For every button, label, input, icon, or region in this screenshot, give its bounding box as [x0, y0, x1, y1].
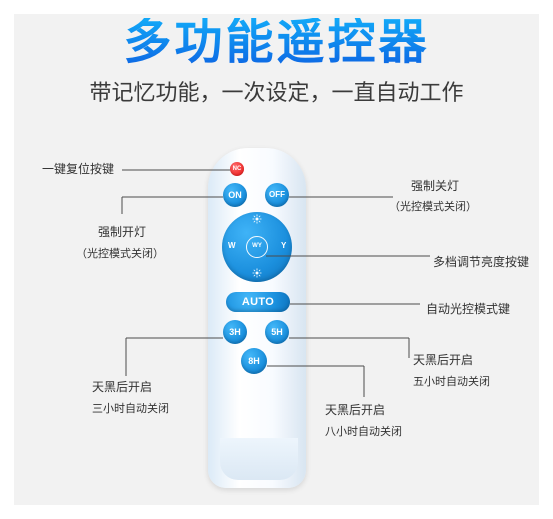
callout-force-on-line2: （光控模式关闭） [76, 247, 164, 260]
page-subtitle: 带记忆功能，一次设定，一直自动工作 [89, 81, 464, 106]
callout-dimmer: 多档调节亮度按键 [433, 255, 530, 269]
sun-icon [252, 268, 262, 278]
dpad-center-label: WY [252, 243, 262, 249]
remote-control [208, 148, 306, 488]
callout-timer-8h-line1: 天黑后开启 [325, 403, 386, 417]
callout-timer-5h-line1: 天黑后开启 [413, 353, 474, 367]
sun-icon [252, 214, 262, 224]
timer-3h-button[interactable]: 3H [223, 320, 247, 344]
auto-button[interactable]: AUTO [226, 292, 290, 312]
callout-force-off-line2: （光控模式关闭） [389, 200, 477, 213]
callout-timer-8h-line2: 八小时自动关闭 [325, 425, 402, 438]
dpad-center-ring [246, 236, 268, 258]
callout-timer-5h-line2: 五小时自动关闭 [413, 375, 490, 388]
dpad-left-label: W [228, 241, 236, 250]
callout-force-off-line1: 强制关灯 [411, 179, 460, 193]
timer-5h-button[interactable]: 5H [265, 320, 289, 344]
dpad-right-label: Y [281, 241, 287, 250]
page-title: 多功能遥控器 [0, 18, 553, 66]
callout-force-on-line1: 强制开灯 [98, 225, 147, 239]
remote-base [220, 438, 298, 480]
callout-reset: 一键复位按键 [42, 162, 115, 176]
callout-auto: 自动光控模式键 [426, 302, 511, 316]
timer-8h-button[interactable]: 8H [241, 348, 267, 374]
callout-timer-3h-line1: 天黑后开启 [92, 380, 153, 394]
callout-timer-3h-line2: 三小时自动关闭 [92, 402, 169, 415]
on-button[interactable]: ON [223, 183, 247, 207]
off-button[interactable]: OFF [265, 183, 289, 207]
reset-button[interactable]: NC [230, 162, 244, 176]
